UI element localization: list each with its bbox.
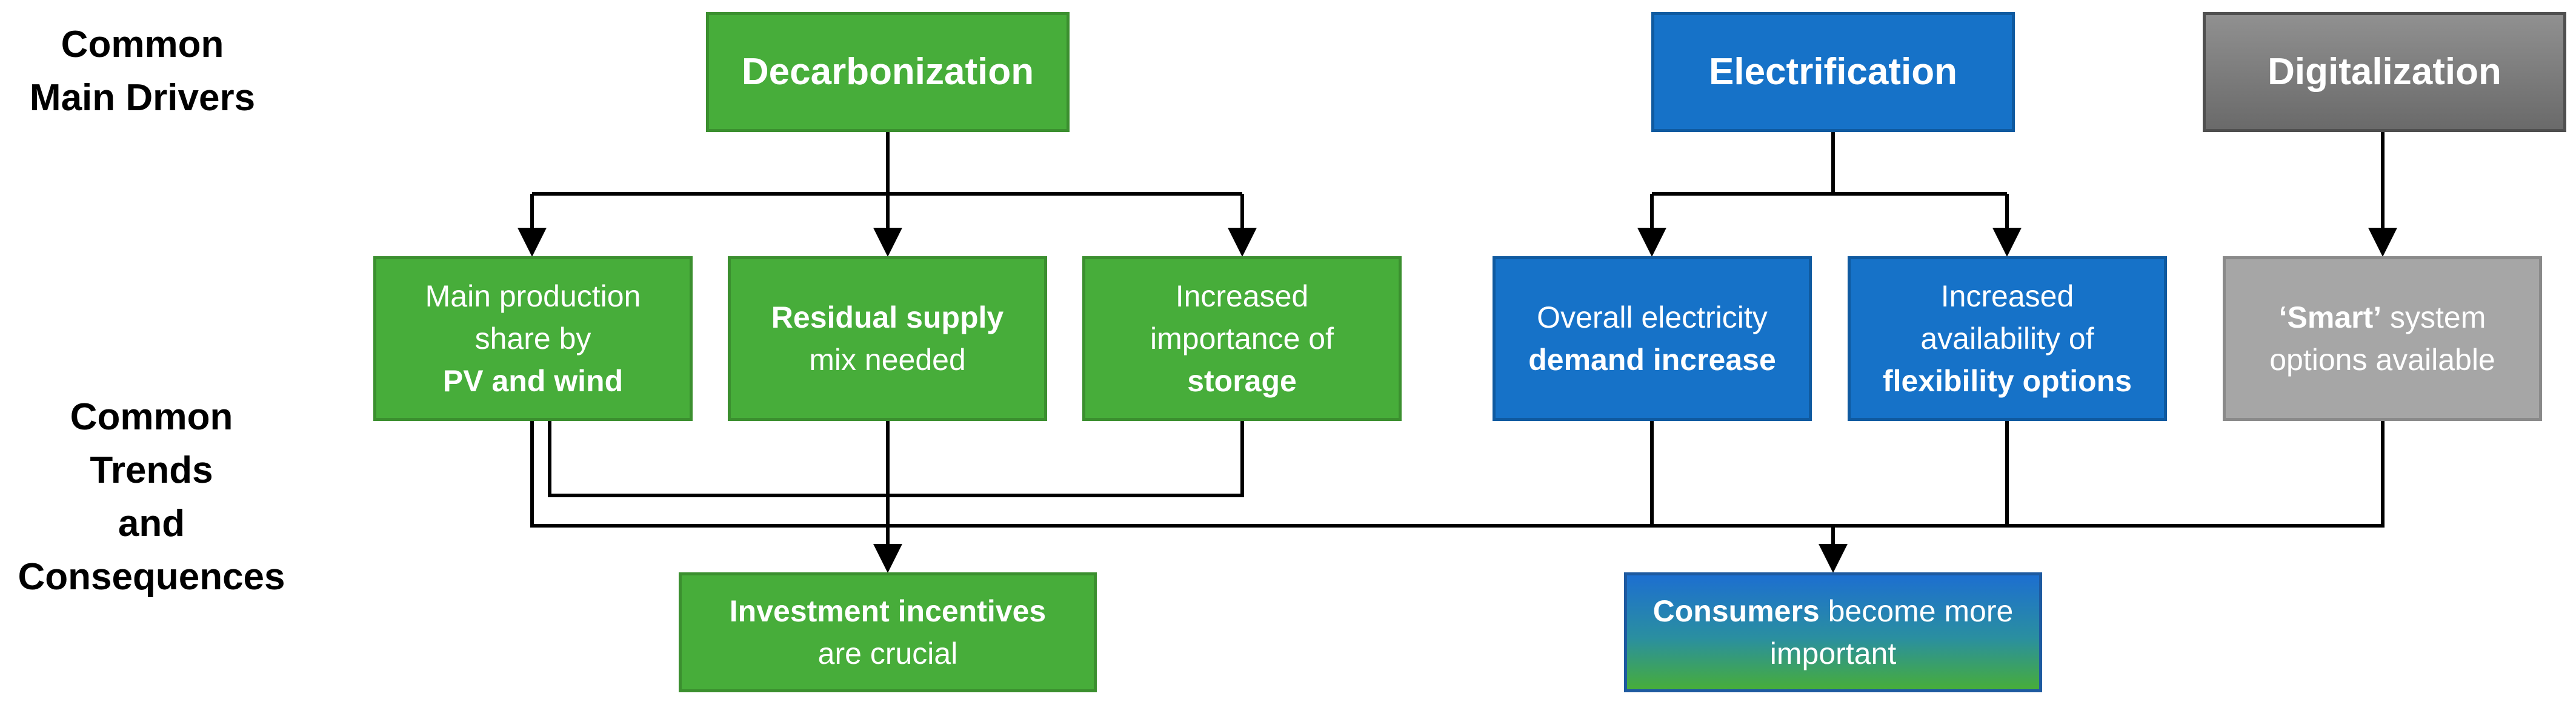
driver-digitalization: Digitalization xyxy=(2203,12,2566,132)
consequence-text-bold: Consumers xyxy=(1652,594,1820,628)
label-common-trends-consequences: Common Trends and Consequences xyxy=(6,391,297,604)
label-line: and xyxy=(118,503,185,544)
trend-text: options available xyxy=(2269,343,2495,377)
consequence-text: Consumers become more xyxy=(1653,590,2014,632)
trend-text-bold: demand increase xyxy=(1528,343,1776,377)
trend-text: share by xyxy=(474,322,591,356)
trend-storage: Increased importance of storage xyxy=(1082,256,1402,421)
consequence-consumers: Consumers become more important xyxy=(1624,572,2042,692)
trend-text-bold: PV and wind xyxy=(442,364,624,398)
consequence-text: important xyxy=(1769,637,1897,670)
trend-demand-increase: Overall electricity demand increase xyxy=(1493,256,1812,421)
trend-flexibility-options: Increased availability of flexibility op… xyxy=(1848,256,2167,421)
trend-text: Increased xyxy=(1940,279,2074,313)
trend-text: system xyxy=(2381,300,2486,334)
trend-pv-wind: Main production share by PV and wind xyxy=(373,256,693,421)
driver-label: Electrification xyxy=(1709,51,1957,93)
trend-text-bold: ‘Smart’ xyxy=(2278,300,2382,334)
trend-smart-system: ‘Smart’ system options available xyxy=(2223,256,2542,421)
driver-electrification: Electrification xyxy=(1651,12,2015,132)
trend-text: ‘Smart’ system xyxy=(2279,296,2486,339)
driver-label: Decarbonization xyxy=(741,51,1034,93)
consequence-investment-incentives: Investment incentives are crucial xyxy=(679,572,1097,692)
outer-bus-line xyxy=(530,394,2385,528)
trend-residual-supply: Residual supply mix needed xyxy=(728,256,1047,421)
trend-text-bold: Residual supply xyxy=(771,300,1004,334)
label-line: Consequences xyxy=(18,556,285,598)
consequence-text-bold: Investment incentives xyxy=(729,594,1047,628)
consequence-text: are crucial xyxy=(817,637,958,670)
trend-text: mix needed xyxy=(809,343,966,377)
label-common-main-drivers: Common Main Drivers xyxy=(12,18,273,125)
driver-label: Digitalization xyxy=(2268,51,2501,93)
trend-text: availability of xyxy=(1920,322,2094,356)
trend-text: Main production xyxy=(425,279,641,313)
label-line: Main Drivers xyxy=(29,77,256,119)
trend-text: importance of xyxy=(1150,322,1334,356)
label-line: Common xyxy=(61,24,224,65)
label-line: Trends xyxy=(90,449,213,491)
consequence-text: become more xyxy=(1819,594,2014,628)
driver-decarbonization: Decarbonization xyxy=(706,12,1070,132)
trend-text: Overall electricity xyxy=(1537,300,1768,334)
pv-inner-line xyxy=(548,421,1244,497)
label-line: Common xyxy=(70,396,233,438)
trend-text: Increased xyxy=(1175,279,1309,313)
trend-text-bold: flexibility options xyxy=(1882,364,2132,398)
trend-text-bold: storage xyxy=(1187,364,1297,398)
